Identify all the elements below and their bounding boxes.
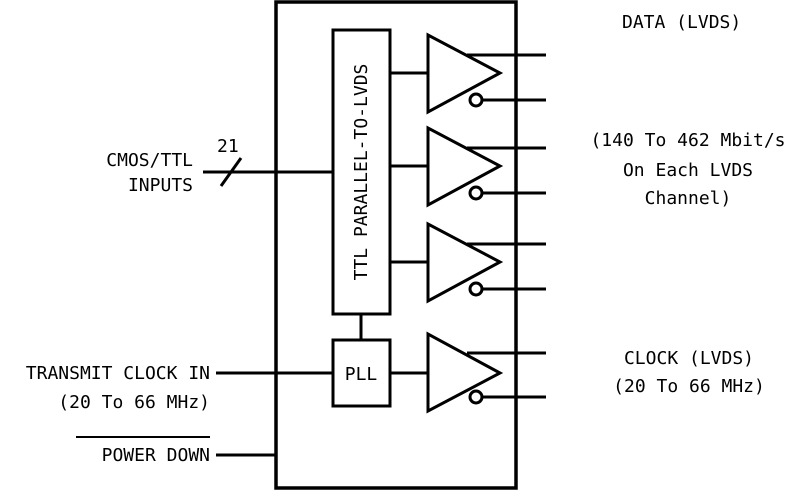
bit-rate-line-3: Channel) — [645, 188, 732, 209]
clock-lvds-label: CLOCK (LVDS) — [624, 348, 754, 369]
transmit-clock-rate-label: (20 To 66 MHz) — [58, 392, 210, 413]
bit-rate-line-1: (140 To 462 Mbit/s — [590, 130, 785, 151]
cmos-ttl-label: CMOS/TTL — [106, 150, 193, 171]
bus-slash — [219, 157, 243, 187]
data-driver-3 — [390, 221, 546, 304]
bit-rate-line-2: On Each LVDS — [623, 160, 753, 181]
converter-label: TTL PARALLEL-TO-LVDS — [351, 64, 372, 281]
bus-width-label: 21 — [217, 136, 239, 157]
data-lvds-label: DATA (LVDS) — [622, 12, 741, 33]
power-down-label: POWER DOWN — [102, 445, 210, 466]
ttl-parallel-to-lvds-block — [331, 28, 392, 316]
data-driver-1 — [390, 32, 546, 115]
pll-label: PLL — [345, 364, 378, 385]
clock-rate-label: (20 To 66 MHz) — [613, 376, 765, 397]
data-driver-2 — [390, 125, 546, 208]
transmit-clock-label: TRANSMIT CLOCK IN — [26, 363, 210, 384]
inputs-label: INPUTS — [128, 175, 193, 196]
clock-driver — [390, 331, 546, 414]
